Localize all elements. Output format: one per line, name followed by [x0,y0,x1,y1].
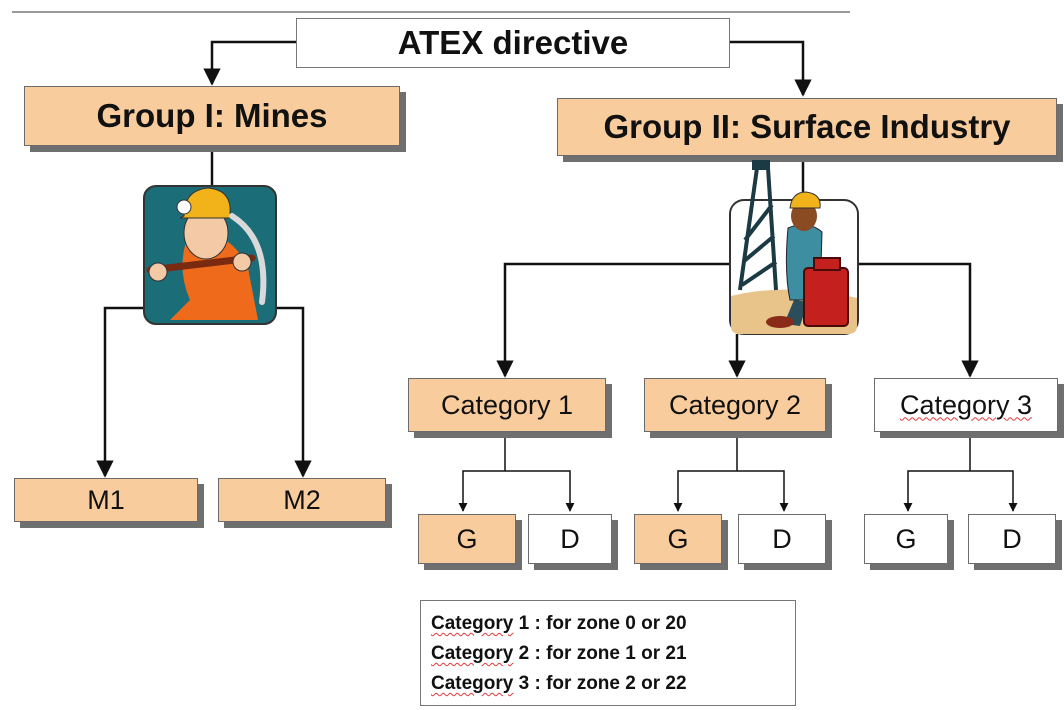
arrow-to-cat1 [496,262,730,378]
category-3-box: Category 3 [874,378,1058,432]
arrow-to-m2 [276,306,312,478]
legend-line-1: Category 1 : for zone 0 or 20 [431,613,687,634]
legend-line-3: Category 3 : for zone 2 or 22 [431,673,687,694]
group-1-mines: Group I: Mines [24,86,400,146]
arrow-to-cat3 [858,262,979,378]
group-2-surface-industry: Group II: Surface Industry [557,98,1057,156]
m1-box: M1 [14,478,198,522]
m2-box: M2 [218,478,386,522]
arrow-to-m1 [96,306,150,478]
cat1-g-box: G [418,514,516,564]
cat3-g-box: G [864,514,948,564]
legend-line-2: Category 2 : for zone 1 or 21 [431,643,687,664]
cat2-d-box: D [738,514,826,564]
category-2-box: Category 2 [644,378,826,432]
category-1-box: Category 1 [408,378,606,432]
cat2-g-box: G [634,514,722,564]
arrow-title-to-group2 [730,40,812,97]
cat1-d-box: D [528,514,612,564]
category-3-label: Category 3 [899,389,1033,420]
zone-legend: Category 1 : for zone 0 or 20 Category 2… [420,600,796,706]
arrow-title-to-group1 [203,40,296,86]
cat3-d-box: D [968,514,1056,564]
atex-directive-title: ATEX directive [296,18,730,68]
